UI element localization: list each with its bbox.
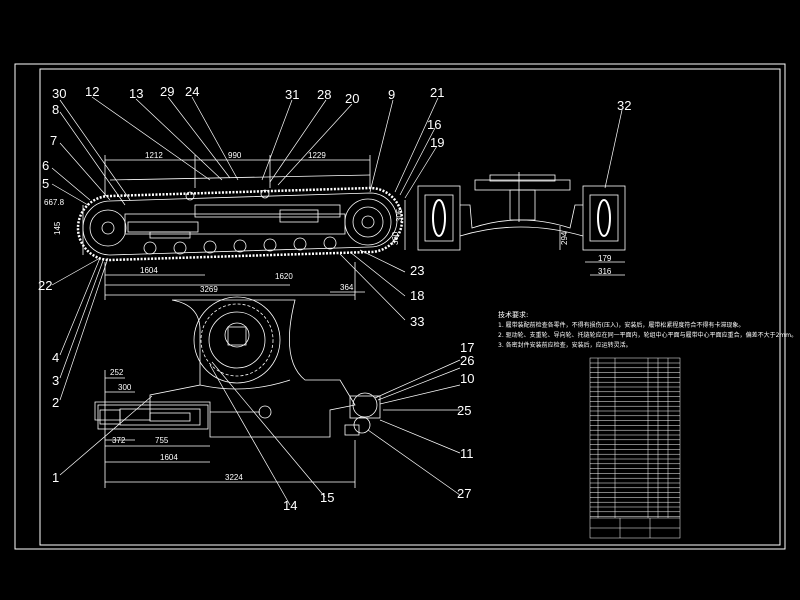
dim-1229: 1229 [308,151,326,160]
dim-1620: 1620 [275,272,293,281]
dim-316: 316 [598,267,612,276]
callout-16: 16 [427,117,441,132]
track-assembly-side-view [76,155,406,300]
dim-1212: 1212 [145,151,163,160]
dim-755: 755 [155,436,169,445]
notes-line-2: 2. 驱动轮、支重轮、导向轮、托链轮应在同一平面内，轮组中心平面与履带中心平面应… [498,331,797,339]
dim-1604a: 1604 [140,266,158,275]
callout-12: 12 [85,84,99,99]
dim-990: 990 [228,151,242,160]
dim-1604b: 1604 [160,453,178,462]
technical-notes: 技术要求: 1. 履带装配前检查各零件，不得有损伤(压入)，安装后，履带松紧程度… [498,310,797,349]
dim-305: 305 [395,208,404,222]
drive-sprocket [344,198,392,246]
callout-3: 3 [52,373,59,388]
callout-28: 28 [317,87,331,102]
callout-7: 7 [50,133,57,148]
idler-wheel [89,209,127,247]
drawing-frame [14,63,786,550]
callout-32: 32 [617,98,631,113]
slewing-ring [193,296,281,384]
callout-15: 15 [320,490,334,505]
dim-294: 294 [560,231,569,245]
chassis-plan-view [94,296,381,488]
callout-6: 6 [42,158,49,173]
callout-27: 27 [457,486,471,501]
callout-5: 5 [42,176,49,191]
callout-26: 26 [460,353,474,368]
callout-19: 19 [430,135,444,150]
callout-11: 11 [460,446,474,461]
callout-18: 18 [410,288,424,303]
dim-364: 364 [340,283,354,292]
dimension-texts: 1212 990 1229 667.8 145 1604 1620 3269 3… [44,151,612,482]
dim-667: 667.8 [44,198,65,207]
dim-3269: 3269 [200,285,218,294]
callout-numbers: 30 8 12 13 29 24 31 28 20 9 21 16 19 7 6… [38,84,631,513]
callout-33: 33 [410,314,424,329]
parts-list-table [589,357,681,539]
dim-179: 179 [598,254,612,263]
callout-30: 30 [52,86,66,101]
track-rollers [143,236,337,255]
callout-4: 4 [52,350,59,365]
callout-22: 22 [38,278,52,293]
callout-23: 23 [410,263,424,278]
dim-360: 360 [391,231,400,245]
dim-372: 372 [112,436,126,445]
notes-line-1: 1. 履带装配前检查各零件，不得有损伤(压入)，安装后，履带松紧程度符合不得有卡… [498,321,744,329]
callout-21: 21 [430,85,444,100]
callout-14: 14 [283,498,297,513]
callout-1: 1 [52,470,59,485]
dim-252: 252 [110,368,124,377]
callout-20: 20 [345,91,359,106]
callout-25: 25 [457,403,471,418]
callout-2: 2 [52,395,59,410]
dim-300: 300 [118,383,132,392]
callout-24: 24 [185,84,199,99]
notes-title: 技术要求: [498,310,528,319]
notes-line-3: 3. 各密封件安装前应检查，安装后，应运转灵活。 [498,341,632,349]
dim-3224: 3224 [225,473,243,482]
dim-145: 145 [53,221,62,235]
callout-13: 13 [129,86,143,101]
callout-31: 31 [285,87,299,102]
callout-8: 8 [52,102,59,117]
callout-17: 17 [460,340,474,355]
chassis-end-view [417,172,626,276]
callout-29: 29 [160,84,174,99]
leader-lines [51,96,623,506]
callout-9: 9 [388,87,395,102]
callout-10: 10 [460,371,474,386]
